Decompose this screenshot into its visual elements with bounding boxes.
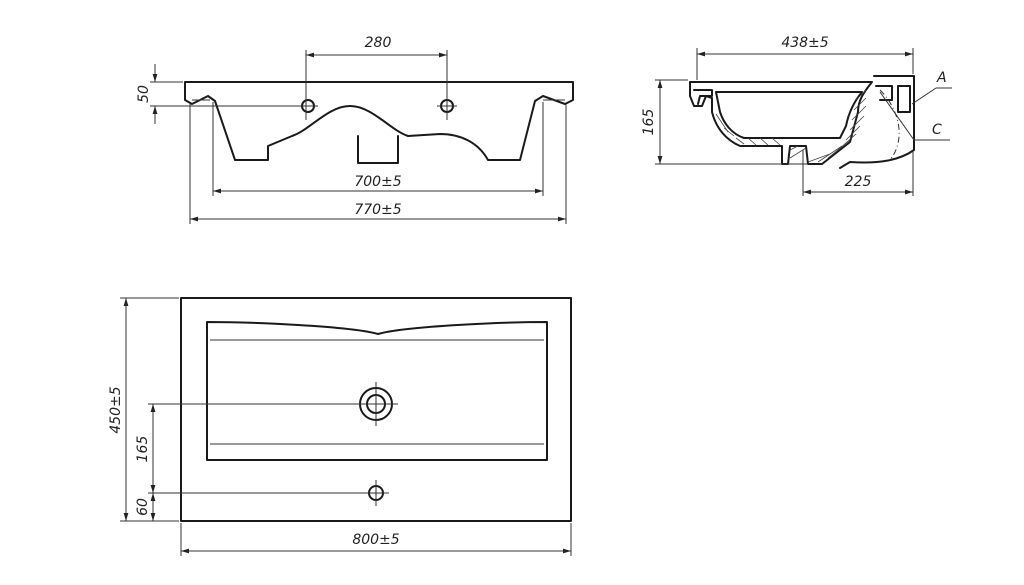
dim-700: 700±5 xyxy=(354,174,401,190)
dim-60: 60 xyxy=(135,498,151,516)
dim-225: 225 xyxy=(845,174,872,190)
top-outer-rim xyxy=(180,297,572,522)
top-view: 450±5 165 60 800±5 xyxy=(108,297,572,556)
dim-770: 770±5 xyxy=(354,202,401,218)
dim-450: 450±5 xyxy=(108,386,124,433)
dim-50: 50 xyxy=(136,85,152,103)
front-sink-outline xyxy=(184,81,574,161)
side-front-lip xyxy=(693,89,713,105)
side-overflow xyxy=(897,85,911,113)
front-view: 280 50 700±5 770±5 xyxy=(136,35,574,224)
side-back-wall xyxy=(839,75,915,169)
side-inner-basin xyxy=(715,91,863,139)
dim-800: 800±5 xyxy=(352,532,399,548)
callout-c: C xyxy=(932,122,942,138)
callout-a: A xyxy=(936,70,947,86)
dim-280: 280 xyxy=(365,35,392,51)
side-hatching xyxy=(715,89,867,163)
dim-165-top: 165 xyxy=(135,436,151,463)
side-view: 438±5 165 225 A C xyxy=(641,35,952,196)
dim-165-side: 165 xyxy=(641,109,657,136)
top-bowl xyxy=(206,321,548,461)
front-drain xyxy=(357,135,399,164)
dim-438: 438±5 xyxy=(781,35,828,51)
